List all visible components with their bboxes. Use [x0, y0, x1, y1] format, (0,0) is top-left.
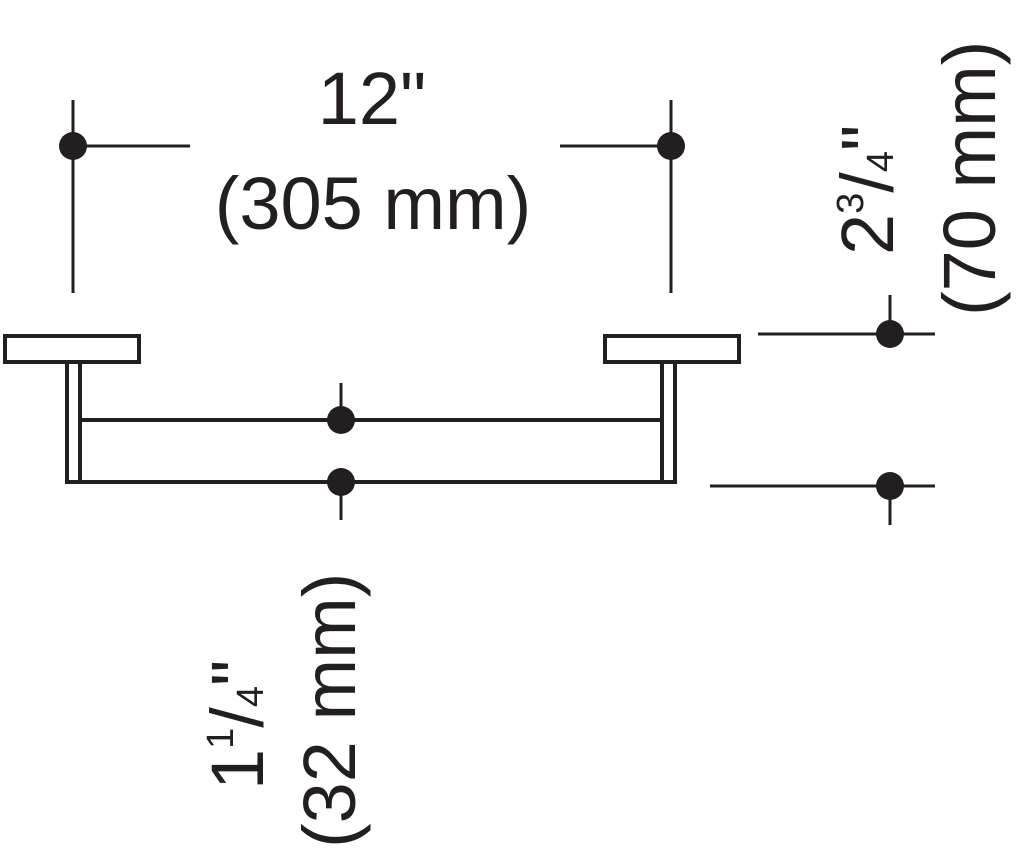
length-imperial-label: 12": [318, 57, 427, 140]
diameter-bottom-terminator: [327, 468, 355, 496]
projection-top-terminator: [876, 320, 904, 348]
length-right-terminator: [657, 132, 685, 160]
diameter-metric-label: (32 mm): [288, 573, 371, 848]
left-mounting-flange: [3, 334, 141, 364]
diameter-imperial-label: 11/4": [196, 660, 279, 790]
diameter-dimension: 11/4" (32 mm): [196, 383, 371, 848]
right-mounting-flange: [603, 334, 741, 364]
diameter-top-terminator: [327, 406, 355, 434]
projection-metric-label: (70 mm): [928, 41, 1011, 316]
projection-bottom-terminator: [876, 472, 904, 500]
length-dimension: 12" (305 mm): [59, 57, 685, 293]
length-left-terminator: [59, 132, 87, 160]
towel-bar: [3, 334, 741, 484]
projection-imperial-label: 23/4": [826, 125, 909, 255]
bar-rod: [78, 418, 664, 484]
length-metric-label: (305 mm): [215, 162, 532, 245]
projection-dimension: 23/4" (70 mm): [710, 41, 1011, 525]
